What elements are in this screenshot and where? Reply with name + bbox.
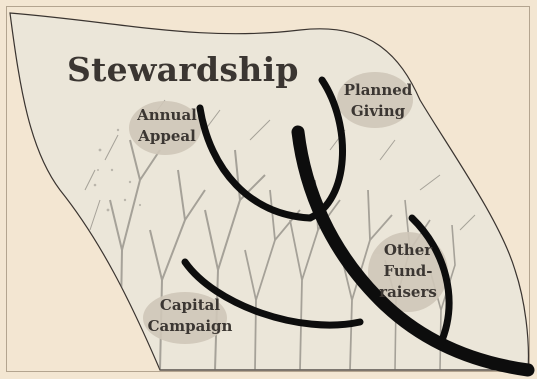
node-other-fundraisers: Other Fund- raisers	[372, 240, 444, 303]
node-annual-appeal-line-1: Annual	[132, 105, 202, 126]
node-capital-campaign: Capital Campaign	[140, 295, 240, 337]
node-planned-giving-line-1: Planned	[340, 80, 416, 101]
node-planned-giving-line-2: Giving	[340, 101, 416, 122]
node-capital-campaign-line-1: Capital	[140, 295, 240, 316]
node-planned-giving: Planned Giving	[340, 80, 416, 122]
node-annual-appeal-line-2: Appeal	[132, 126, 202, 147]
node-other-fundraisers-line-3: raisers	[372, 282, 444, 303]
node-other-fundraisers-line-2: Fund-	[372, 261, 444, 282]
diagram-title: Stewardship	[67, 50, 299, 89]
node-capital-campaign-line-2: Campaign	[140, 316, 240, 337]
node-other-fundraisers-line-1: Other	[372, 240, 444, 261]
node-annual-appeal: Annual Appeal	[132, 105, 202, 147]
